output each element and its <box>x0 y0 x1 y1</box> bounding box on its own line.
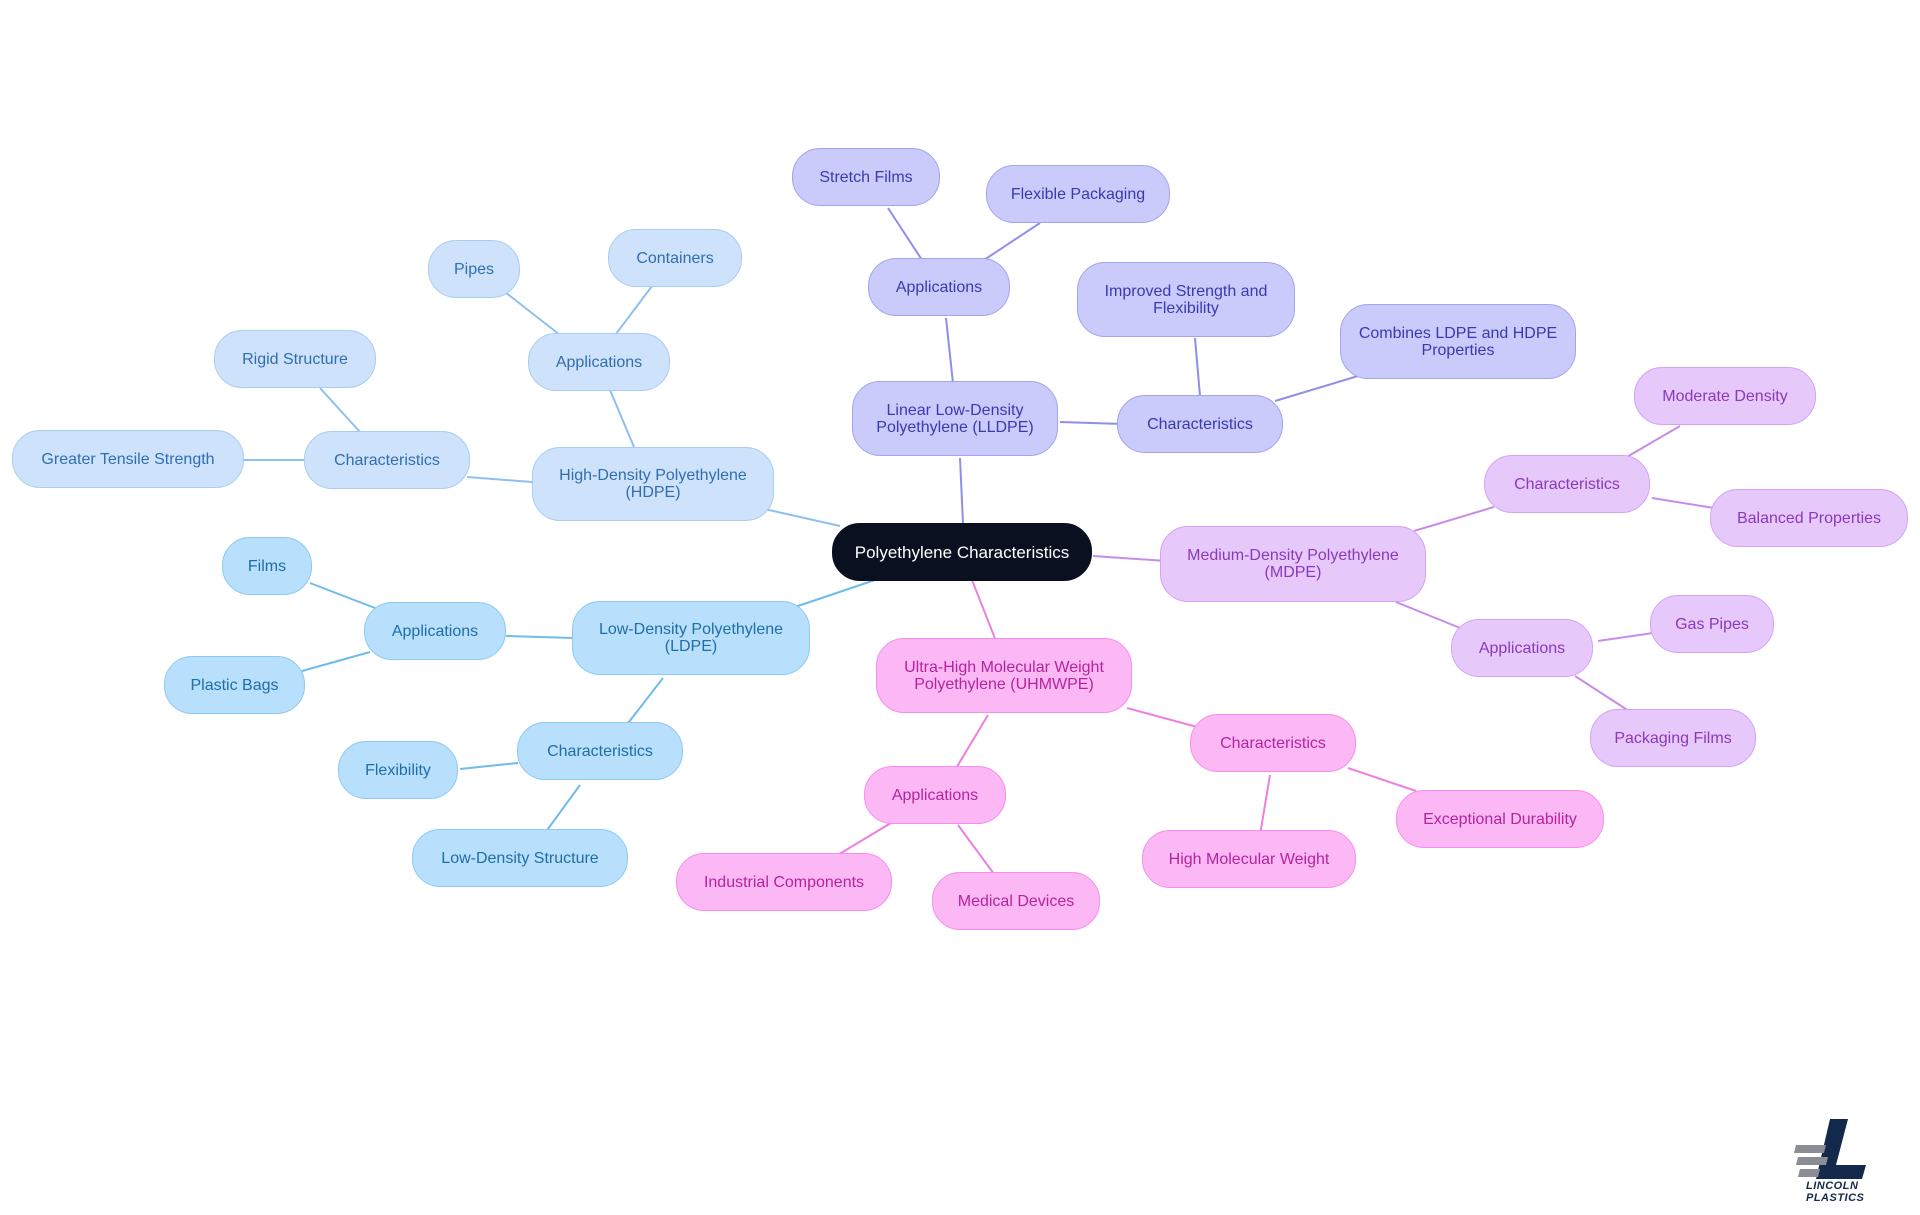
lldpe-application-flexible-packaging[interactable]: Flexible Packaging <box>986 165 1170 223</box>
edge-lldpe-char-combines <box>1274 375 1359 402</box>
hdpe-application-containers[interactable]: Containers <box>608 229 742 287</box>
ldpe-characteristic-flexibility[interactable]: Flexibility <box>338 741 458 799</box>
lldpe-characteristics-node[interactable]: Characteristics <box>1117 395 1283 453</box>
ldpe-characteristics-node[interactable]: Characteristics <box>517 722 683 780</box>
edge-hdpe-characteristics <box>466 476 533 483</box>
mdpe-characteristic-balanced-properties[interactable]: Balanced Properties <box>1710 489 1908 547</box>
lldpe-applications-node[interactable]: Applications <box>868 258 1010 316</box>
logo-wordmark: LINCOLN PLASTICS <box>1806 1180 1865 1204</box>
edge-uhmwpe-char-durability <box>1347 767 1417 792</box>
edge-hdpe-applications <box>609 389 635 448</box>
edge-mdpe-char-balanced <box>1651 497 1721 510</box>
mdpe-application-gas-pipes[interactable]: Gas Pipes <box>1650 595 1774 653</box>
edge-root-lldpe <box>959 457 964 524</box>
edge-root-ldpe <box>794 579 876 608</box>
branch-mdpe-node[interactable]: Medium-Density Polyethylene (MDPE) <box>1160 526 1426 602</box>
edge-mdpe-characteristics <box>1413 506 1495 532</box>
hdpe-applications-node[interactable]: Applications <box>528 333 670 391</box>
edge-root-hdpe <box>759 507 841 527</box>
branch-uhmwpe-node[interactable]: Ultra-High Molecular Weight Polyethylene… <box>876 638 1132 713</box>
edge-ldpe-characteristics <box>624 677 664 728</box>
edge-lldpe-app-stretch <box>887 207 923 261</box>
mdpe-characteristics-node[interactable]: Characteristics <box>1484 455 1650 513</box>
branch-ldpe-node[interactable]: Low-Density Polyethylene (LDPE) <box>572 601 810 675</box>
edge-lldpe-char-strength <box>1194 337 1201 397</box>
lldpe-characteristic-combines-ldpe-hdpe[interactable]: Combines LDPE and HDPE Properties <box>1340 304 1576 379</box>
edge-hdpe-app-containers <box>615 285 653 335</box>
ldpe-application-plastic-bags[interactable]: Plastic Bags <box>164 656 305 714</box>
branch-lldpe-node[interactable]: Linear Low-Density Polyethylene (LLDPE) <box>852 381 1058 456</box>
edge-root-uhmwpe <box>971 579 997 642</box>
uhmwpe-characteristic-high-molecular-weight[interactable]: High Molecular Weight <box>1142 830 1356 888</box>
edge-uhmwpe-characteristics <box>1126 707 1198 728</box>
edge-uhmwpe-app-medical <box>957 824 995 875</box>
uhmwpe-characteristics-node[interactable]: Characteristics <box>1190 714 1356 772</box>
edge-uhmwpe-char-molecular <box>1259 774 1271 836</box>
lldpe-application-stretch-films[interactable]: Stretch Films <box>792 148 940 206</box>
ldpe-characteristic-low-density-structure[interactable]: Low-Density Structure <box>412 829 628 887</box>
edge-ldpe-char-lowdensity <box>544 784 581 834</box>
edge-ldpe-app-bags <box>301 651 371 672</box>
hdpe-characteristic-greater-tensile-strength[interactable]: Greater Tensile Strength <box>12 430 244 488</box>
uhmwpe-application-medical-devices[interactable]: Medical Devices <box>932 872 1100 930</box>
uhmwpe-applications-node[interactable]: Applications <box>864 766 1006 824</box>
edge-ldpe-char-flex <box>459 762 519 770</box>
uhmwpe-application-industrial-components[interactable]: Industrial Components <box>676 853 892 911</box>
lldpe-characteristic-improved-strength-flexibility[interactable]: Improved Strength and Flexibility <box>1077 262 1295 337</box>
branch-hdpe-node[interactable]: High-Density Polyethylene (HDPE) <box>532 447 774 521</box>
edge-lldpe-app-flexpack <box>983 222 1041 261</box>
ldpe-applications-node[interactable]: Applications <box>364 602 506 660</box>
edge-mdpe-char-moderate <box>1624 425 1681 459</box>
ldpe-application-films[interactable]: Films <box>222 537 312 595</box>
hdpe-characteristic-rigid-structure[interactable]: Rigid Structure <box>214 330 376 388</box>
mdpe-characteristic-moderate-density[interactable]: Moderate Density <box>1634 367 1816 425</box>
uhmwpe-characteristic-exceptional-durability[interactable]: Exceptional Durability <box>1396 790 1604 848</box>
edge-lldpe-characteristics <box>1059 421 1124 425</box>
mdpe-applications-node[interactable]: Applications <box>1451 619 1593 677</box>
hdpe-application-pipes[interactable]: Pipes <box>428 240 520 298</box>
lincoln-plastics-logo <box>1794 1119 1866 1179</box>
edge-ldpe-app-films <box>309 582 376 609</box>
edge-mdpe-app-gaspipes <box>1597 631 1661 642</box>
edge-mdpe-applications <box>1395 601 1466 631</box>
edge-mdpe-app-packaging <box>1574 675 1633 714</box>
mindmap-root-node[interactable]: Polyethylene Characteristics <box>832 523 1092 581</box>
edge-ldpe-applications <box>505 635 574 639</box>
edge-hdpe-char-rigid <box>319 387 361 433</box>
hdpe-characteristics-node[interactable]: Characteristics <box>304 431 470 489</box>
edge-uhmwpe-app-industrial <box>835 822 892 857</box>
edge-uhmwpe-applications <box>954 714 989 771</box>
edge-root-mdpe <box>1092 555 1168 562</box>
edge-hdpe-app-pipes <box>504 291 561 336</box>
mdpe-application-packaging-films[interactable]: Packaging Films <box>1590 709 1756 767</box>
edge-lldpe-applications <box>945 317 954 384</box>
